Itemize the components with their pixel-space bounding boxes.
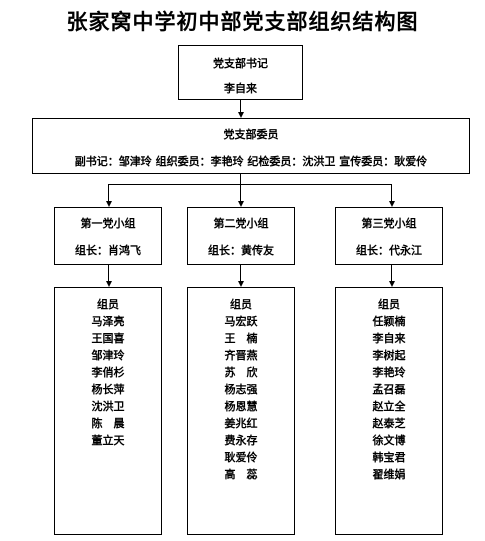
committee-box: 党支部委员 副书记：邹津玲 组织委员：李艳玲 纪检委员：沈洪卫 宣传委员：耿爱伶: [32, 118, 470, 174]
members-box-1: 组员 马泽亮王国喜邹津玲李俏杉杨长萍沈洪卫陈 晨董立天: [54, 287, 162, 535]
member-name: 耿爱伶: [224, 451, 258, 464]
group-leader: 组长：肖鸿飞: [75, 244, 141, 257]
member-list: 马泽亮王国喜邹津玲李俏杉杨长萍沈洪卫陈 晨董立天: [55, 313, 161, 449]
member-name: 苏 欣: [224, 366, 258, 379]
member-name: 李俏杉: [91, 366, 125, 379]
members-header: 组员: [230, 298, 252, 311]
connector-group-1: [108, 184, 109, 201]
connector-members-2: [240, 265, 241, 281]
secretary-name: 李自来: [224, 82, 257, 95]
members-header: 组员: [378, 298, 400, 311]
member-name: 赵泰芝: [372, 417, 406, 430]
member-name: 马宏跃: [224, 315, 258, 328]
arrow-group-1: [106, 201, 112, 207]
group-title: 第三党小组: [361, 217, 417, 230]
connector-members-1: [108, 265, 109, 281]
member-name: 赵立全: [372, 400, 406, 413]
committee-title: 党支部委员: [223, 128, 279, 141]
secretary-box: 党支部书记 李自来: [178, 45, 303, 100]
member-name: 杨恩慧: [224, 400, 258, 413]
member-name: 马泽亮: [91, 315, 125, 328]
arrow-members-3: [389, 281, 395, 287]
connector-group-2: [240, 184, 241, 201]
committee-members: 副书记：邹津玲 组织委员：李艳玲 纪检委员：沈洪卫 宣传委员：耿爱伶: [74, 155, 428, 168]
member-list: 马宏跃王 楠齐晋燕苏 欣杨志强杨恩慧姜兆红费永存耿爱伶高 蕊: [188, 313, 294, 483]
member-name: 杨长萍: [91, 383, 125, 396]
member-name: 齐晋燕: [224, 349, 258, 362]
group-title: 第一党小组: [80, 217, 136, 230]
connector-committee-down: [240, 174, 241, 184]
member-name: 韩宝君: [372, 451, 406, 464]
member-name: 沈洪卫: [91, 400, 125, 413]
group-box-2: 第二党小组 组长：黄传友: [187, 207, 295, 265]
group-title: 第二党小组: [213, 217, 269, 230]
member-name: 翟维娟: [372, 468, 406, 481]
arrow-secretary-committee: [238, 112, 244, 118]
connector-members-3: [391, 265, 392, 281]
member-name: 李树起: [372, 349, 406, 362]
chart-title: 张家窝中学初中部党支部组织结构图: [66, 9, 419, 34]
member-name: 王 楠: [224, 332, 258, 345]
connector-horizontal-bar: [108, 184, 391, 185]
member-name: 高 蕊: [224, 468, 258, 481]
group-box-1: 第一党小组 组长：肖鸿飞: [54, 207, 162, 265]
connector-secretary-committee: [240, 100, 241, 112]
member-name: 陈 晨: [91, 417, 125, 430]
arrow-members-1: [106, 281, 112, 287]
members-box-3: 组员 任颖楠李自来李树起李艳玲孟召磊赵立全赵泰芝徐文博韩宝君翟维娟: [335, 287, 443, 535]
member-name: 杨志强: [224, 383, 258, 396]
member-name: 李艳玲: [372, 366, 406, 379]
member-name: 任颖楠: [372, 315, 406, 328]
members-box-2: 组员 马宏跃王 楠齐晋燕苏 欣杨志强杨恩慧姜兆红费永存耿爱伶高 蕊: [187, 287, 295, 535]
arrow-members-2: [238, 281, 244, 287]
member-name: 姜兆红: [224, 417, 258, 430]
member-list: 任颖楠李自来李树起李艳玲孟召磊赵立全赵泰芝徐文博韩宝君翟维娟: [336, 313, 442, 483]
member-name: 李自来: [372, 332, 406, 345]
members-header: 组员: [97, 298, 119, 311]
member-name: 王国喜: [91, 332, 125, 345]
group-box-3: 第三党小组 组长：代永江: [335, 207, 443, 265]
group-leader: 组长：黄传友: [208, 244, 274, 257]
member-name: 董立天: [91, 434, 125, 447]
connector-group-3: [391, 184, 392, 201]
member-name: 邹津玲: [91, 349, 125, 362]
arrow-group-3: [389, 201, 395, 207]
arrow-group-2: [238, 201, 244, 207]
group-leader: 组长：代永江: [356, 244, 422, 257]
member-name: 徐文博: [372, 434, 406, 447]
member-name: 费永存: [224, 434, 258, 447]
secretary-title: 党支部书记: [213, 57, 268, 70]
member-name: 孟召磊: [372, 383, 406, 396]
